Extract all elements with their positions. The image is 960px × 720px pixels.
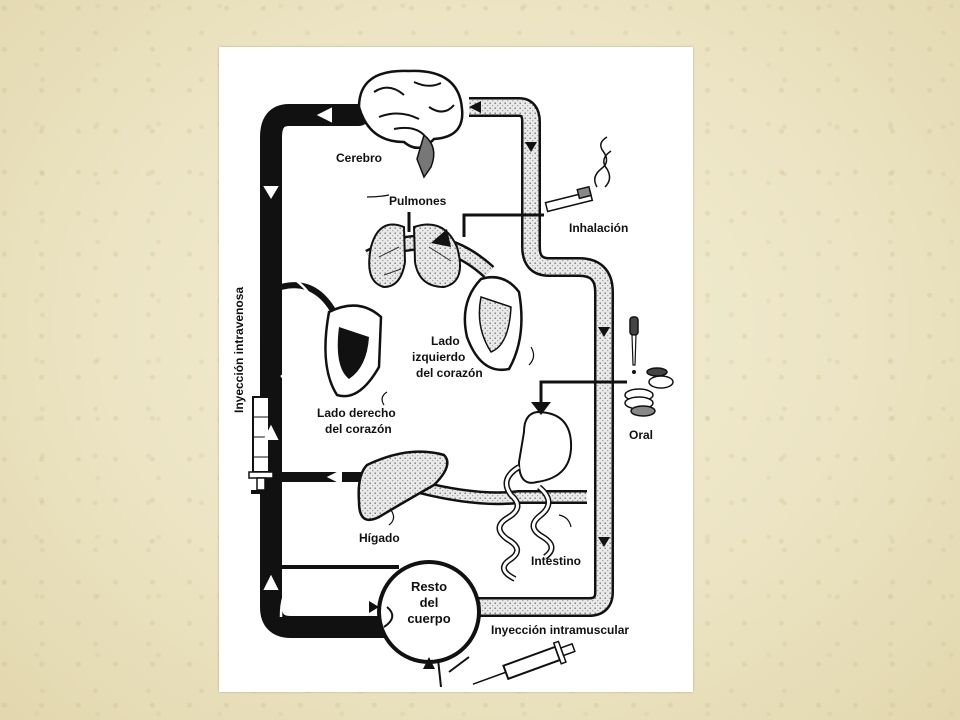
cigarette-icon: [544, 136, 612, 213]
left-heart-icon: [463, 275, 523, 372]
right-heart-icon: [324, 304, 383, 398]
rest-label-3: cuerpo: [407, 611, 450, 626]
liver-icon: [357, 450, 449, 522]
intestine-icon: [496, 464, 555, 582]
diagram-slide: Cerebro Pulmones Inhalación Lado izquier…: [219, 47, 693, 692]
circulation-diagram: Cerebro Pulmones Inhalación Lado izquier…: [232, 69, 674, 688]
pills-icon: [624, 367, 674, 417]
leader-lines: [366, 194, 572, 528]
left-heart-label-2: izquierdo: [412, 350, 465, 364]
intestine-label: Intestino: [531, 554, 581, 568]
right-heart-label-1: Lado derecho: [317, 406, 396, 420]
syringe-intravenous-icon: [248, 342, 274, 494]
oral-pointer: [539, 380, 627, 407]
brain-icon: [357, 69, 464, 179]
left-heart-label-3: del corazón: [416, 366, 483, 380]
dropper-icon: [629, 316, 639, 374]
dark-arrows: [369, 101, 610, 669]
oral-label: Oral: [629, 428, 653, 442]
inhalation-pointer: [462, 213, 544, 237]
rest-label-2: del: [420, 595, 439, 610]
white-curve-arrows: [279, 275, 316, 618]
rest-label-1: Resto: [411, 579, 447, 594]
left-heart-label-1: Lado: [431, 334, 460, 348]
intravenous-label: Inyección intravenosa: [232, 287, 246, 413]
right-heart-label-2: del corazón: [325, 422, 392, 436]
flow-arrows: [263, 107, 342, 590]
liver-label: Hígado: [359, 531, 400, 545]
lungs-label: Pulmones: [389, 194, 447, 208]
intramuscular-label: Inyección intramuscular: [491, 623, 629, 637]
brain-label: Cerebro: [336, 151, 382, 165]
syringe-intramuscular-icon: [472, 640, 576, 685]
inhalation-label: Inhalación: [569, 221, 628, 235]
stomach-icon: [517, 410, 573, 484]
lungs-icon: [368, 212, 461, 289]
venous-vessel-left: [260, 104, 395, 638]
